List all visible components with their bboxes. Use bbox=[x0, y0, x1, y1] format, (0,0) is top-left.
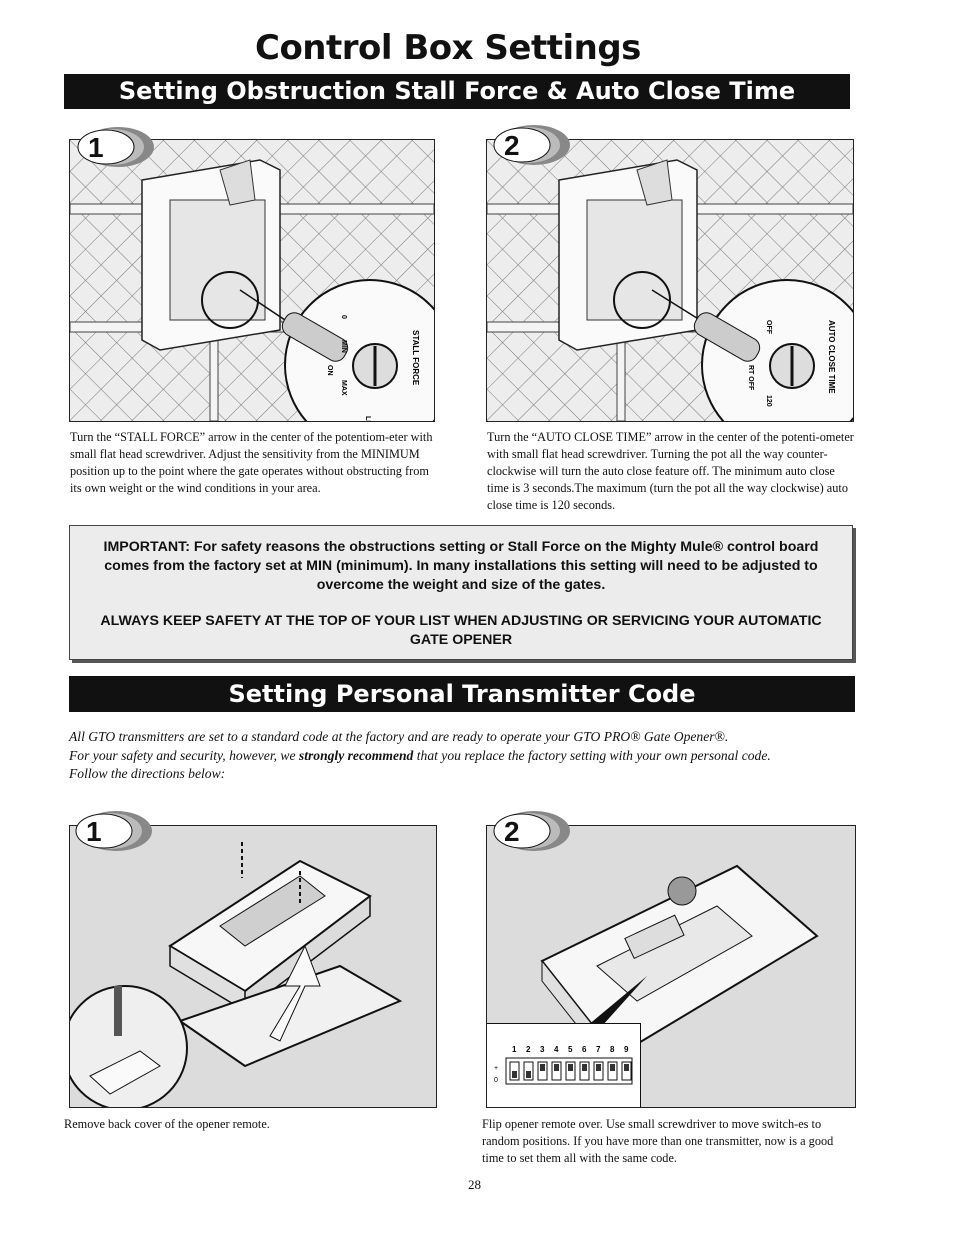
dip-number-1: 1 bbox=[512, 1045, 517, 1054]
dip-number-2: 2 bbox=[526, 1045, 531, 1054]
remote-illustration bbox=[540, 864, 819, 1078]
step-badge-2: 2 bbox=[493, 811, 570, 851]
dip-number-4: 4 bbox=[554, 1045, 559, 1054]
dip-switch-knob bbox=[610, 1064, 615, 1071]
intro-line-1: All GTO transmitters are set to a standa… bbox=[69, 729, 729, 744]
auto-close-illustration: AUTO CLOSE TIME OFF RT OFF 120 bbox=[486, 139, 854, 422]
dip-switch-knob bbox=[624, 1064, 629, 1071]
max-time-label: 120 bbox=[765, 395, 772, 407]
on-label: ON bbox=[326, 365, 333, 376]
dip-number-3: 3 bbox=[540, 1045, 545, 1054]
page-title: Control Box Settings bbox=[255, 28, 641, 68]
step-number: 1 bbox=[86, 816, 102, 847]
stall-force-illustration: STALL FORCE MIN MAX ON 0 LE bbox=[69, 139, 435, 422]
transmitter-intro: All GTO transmitters are set to a standa… bbox=[69, 728, 889, 784]
safety-paragraph: ALWAYS KEEP SAFETY AT THE TOP OF YOUR LI… bbox=[100, 613, 822, 648]
step-number: 1 bbox=[88, 132, 104, 163]
max-label: MAX bbox=[340, 380, 347, 396]
dip-number-5: 5 bbox=[568, 1045, 573, 1054]
stall-force-label: STALL FORCE bbox=[411, 330, 420, 386]
section-heading-transmitter-code: Setting Personal Transmitter Code bbox=[69, 676, 855, 712]
remove-cover-illustration bbox=[69, 825, 437, 1108]
intro-line-3: Follow the directions below: bbox=[69, 766, 226, 781]
remote-illustration bbox=[70, 842, 403, 1107]
caption-dip-switches: Flip opener remote over. Use small screw… bbox=[482, 1117, 834, 1165]
rt-off-label: RT OFF bbox=[747, 365, 754, 391]
dip-number-6: 6 bbox=[582, 1045, 587, 1054]
step-badge-1: 1 bbox=[75, 811, 152, 851]
dip-switch-knob bbox=[596, 1064, 601, 1071]
section-heading-stall-force: Setting Obstruction Stall Force & Auto C… bbox=[64, 74, 850, 109]
dip-number-7: 7 bbox=[596, 1045, 601, 1054]
dip-number-8: 8 bbox=[610, 1045, 615, 1054]
le-label: LE bbox=[364, 416, 371, 421]
step-badge-1: 1 bbox=[77, 127, 154, 167]
auto-close-time-label: AUTO CLOSE TIME bbox=[827, 320, 836, 394]
control-box-illustration: STALL FORCE MIN MAX ON 0 LE bbox=[70, 140, 434, 421]
off-label: OFF bbox=[765, 320, 772, 335]
dip-switch-knob bbox=[582, 1064, 587, 1071]
caption-stall-force: Turn the “STALL FORCE” arrow in the cent… bbox=[70, 430, 433, 495]
strongly-recommend-emphasis: strongly recommend bbox=[298, 747, 414, 763]
dip-switch-knob bbox=[540, 1064, 545, 1071]
min-label: MIN bbox=[340, 340, 347, 353]
dip-zero-label: 0 bbox=[494, 1077, 498, 1084]
intro-line-2: For your safety and security, however, w… bbox=[69, 747, 771, 763]
dip-switch-knob bbox=[526, 1071, 531, 1078]
step-badge-2: 2 bbox=[493, 125, 570, 165]
dip-switch-knob bbox=[512, 1071, 517, 1078]
step-number: 2 bbox=[504, 130, 520, 161]
dip-number-9: 9 bbox=[624, 1045, 629, 1054]
page-number: 28 bbox=[468, 1177, 481, 1192]
important-paragraph: IMPORTANT: For safety reasons the obstru… bbox=[103, 539, 819, 593]
caption-auto-close: Turn the “AUTO CLOSE TIME” arrow in the … bbox=[487, 430, 854, 512]
dip-plus-label: + bbox=[494, 1065, 498, 1072]
dip-switch-knob bbox=[568, 1064, 573, 1071]
zero-label: 0 bbox=[340, 315, 347, 319]
caption-remove-cover: Remove back cover of the opener remote. bbox=[64, 1117, 270, 1131]
control-box-illustration: AUTO CLOSE TIME OFF RT OFF 120 bbox=[487, 140, 853, 421]
important-notice: IMPORTANT: For safety reasons the obstru… bbox=[69, 525, 853, 660]
dip-switch-knob bbox=[554, 1064, 559, 1071]
step-number: 2 bbox=[504, 816, 520, 847]
